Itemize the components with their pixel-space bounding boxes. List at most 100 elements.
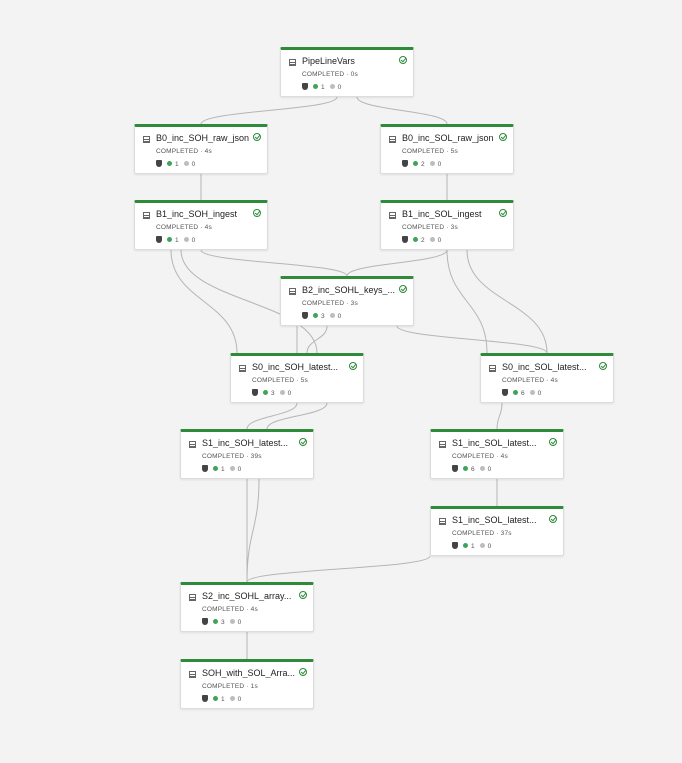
success-dot-icon	[167, 237, 172, 242]
check-circle-icon	[299, 438, 307, 446]
shield-icon	[402, 236, 408, 243]
success-count: 6	[471, 466, 475, 473]
task-name: S0_inc_SOH_latest...	[252, 362, 339, 372]
check-circle-icon	[299, 668, 307, 676]
task-name: B0_inc_SOL_raw_json	[402, 133, 494, 143]
table-icon	[189, 441, 196, 448]
task-status: COMPLETED · 5s	[402, 148, 458, 155]
success-count: 3	[221, 619, 225, 626]
edge-s1-sol-b-to-s2-sohl	[246, 555, 431, 583]
success-dot-icon	[167, 161, 172, 166]
edge-pipelinevars-to-b0-soh	[200, 96, 338, 125]
failure-dot-icon	[229, 619, 235, 624]
task-status: COMPLETED · 37s	[452, 530, 512, 537]
shield-icon	[402, 160, 408, 167]
task-name: S1_inc_SOL_latest...	[452, 515, 537, 525]
success-count: 1	[471, 543, 475, 550]
success-count: 6	[521, 390, 525, 397]
check-circle-icon	[399, 56, 407, 64]
success-dot-icon	[463, 543, 468, 548]
edge-b1-soh-to-s0-soh	[180, 249, 318, 354]
success-count: 3	[321, 313, 325, 320]
failure-dot-icon	[183, 237, 189, 242]
table-icon	[143, 212, 150, 219]
check-circle-icon	[499, 133, 507, 141]
failure-dot-icon	[529, 390, 535, 395]
edge-b1-sol-to-s0-sol	[446, 249, 488, 354]
failure-dot-icon	[279, 390, 285, 395]
edge-s0-soh-to-s1-soh	[266, 402, 328, 430]
task-status: COMPLETED · 3s	[402, 224, 458, 231]
success-count: 2	[421, 161, 425, 168]
check-circle-icon	[253, 209, 261, 217]
edge-b1-sol-to-s0-sol	[466, 249, 548, 354]
failure-count: 0	[337, 84, 342, 91]
failure-dot-icon	[479, 543, 485, 548]
failure-dot-icon	[183, 161, 189, 166]
table-icon	[239, 365, 246, 372]
task-status: COMPLETED · 4s	[502, 377, 558, 384]
failure-count: 0	[487, 466, 492, 473]
success-dot-icon	[213, 619, 218, 624]
check-circle-icon	[399, 285, 407, 293]
failure-dot-icon	[229, 696, 235, 701]
failure-dot-icon	[429, 161, 435, 166]
task-status: COMPLETED · 4s	[202, 606, 258, 613]
task-name: B0_inc_SOH_raw_json	[156, 133, 250, 143]
success-dot-icon	[413, 161, 418, 166]
table-icon	[489, 365, 496, 372]
task-status: COMPLETED · 0s	[302, 71, 358, 78]
shield-icon	[156, 160, 162, 167]
edge-s1-soh-to-s2-sohl	[246, 478, 260, 583]
success-count: 1	[221, 696, 225, 703]
shield-icon	[502, 389, 508, 396]
edge-b1-sol-to-b2-sohl	[346, 249, 448, 277]
shield-icon	[302, 83, 308, 90]
failure-count: 0	[337, 313, 342, 320]
failure-count: 0	[191, 237, 196, 244]
check-circle-icon	[349, 362, 357, 370]
shield-icon	[452, 542, 458, 549]
success-count: 2	[421, 237, 425, 244]
shield-icon	[202, 695, 208, 702]
shield-icon	[156, 236, 162, 243]
success-dot-icon	[313, 84, 318, 89]
table-icon	[389, 136, 396, 143]
success-dot-icon	[413, 237, 418, 242]
success-count: 1	[321, 84, 325, 91]
task-name: B1_inc_SOL_ingest	[402, 209, 482, 219]
success-count: 1	[175, 161, 179, 168]
table-icon	[289, 59, 296, 66]
edge-s0-soh-to-s1-soh	[246, 402, 298, 430]
shield-icon	[202, 618, 208, 625]
table-icon	[289, 288, 296, 295]
task-name: S0_inc_SOL_latest...	[502, 362, 587, 372]
check-circle-icon	[253, 133, 261, 141]
edge-s0-sol-to-s1-sol-a	[496, 402, 503, 430]
failure-count: 0	[287, 390, 292, 397]
